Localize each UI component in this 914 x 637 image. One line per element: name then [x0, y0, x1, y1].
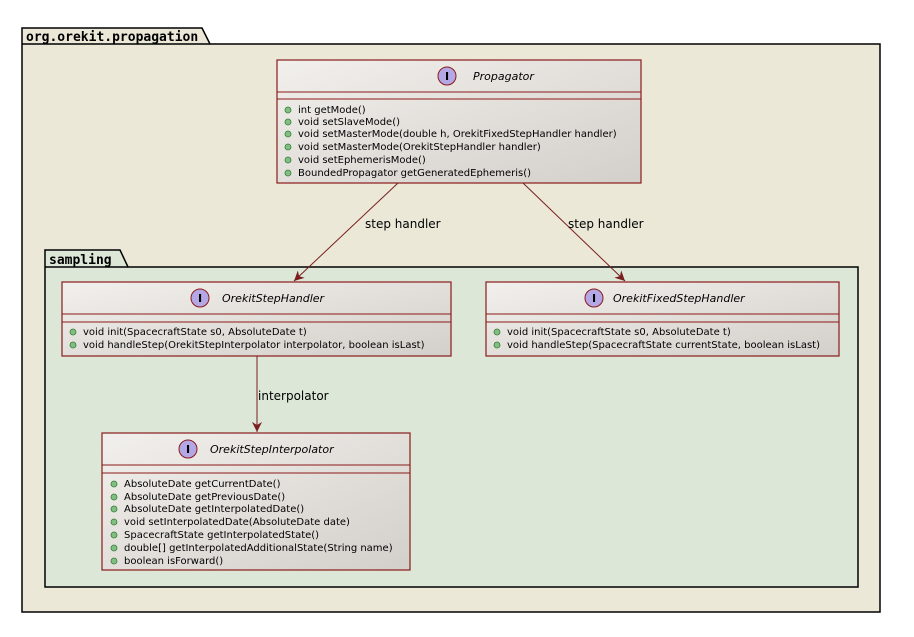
method: void init(SpacecraftState s0, AbsoluteDa… — [83, 327, 307, 338]
edge-step-handler-to-interpolator: interpolator — [252, 356, 329, 432]
method: BoundedPropagator getGeneratedEphemeris(… — [298, 168, 531, 179]
class-name: Propagator — [473, 70, 535, 83]
class-name: OrekitFixedStepHandler — [613, 292, 746, 305]
method: void handleStep(SpacecraftState currentS… — [507, 340, 820, 351]
method: AbsoluteDate getPreviousDate() — [124, 492, 285, 503]
public-method-icon — [284, 118, 292, 126]
class-name: OrekitStepInterpolator — [210, 443, 335, 456]
interface-icon — [190, 288, 210, 308]
method: boolean isForward() — [124, 556, 223, 567]
public-method-icon — [284, 130, 292, 138]
package-name: sampling — [49, 253, 112, 268]
method: int getMode() — [298, 105, 366, 116]
public-method-icon — [284, 156, 292, 164]
method: void setMasterMode(double h, OrekitFixed… — [298, 129, 617, 140]
method: void setSlaveMode() — [298, 117, 400, 128]
public-method-icon — [110, 544, 118, 552]
public-method-icon — [110, 518, 118, 526]
interface-icon — [584, 288, 604, 308]
public-method-icon — [110, 557, 118, 565]
method-list: AbsoluteDate getCurrentDate() AbsoluteDa… — [110, 479, 393, 567]
method: void handleStep(OrekitStepInterpolator i… — [83, 340, 425, 351]
method-list: void init(SpacecraftState s0, AbsoluteDa… — [493, 327, 820, 351]
public-method-icon — [69, 328, 77, 336]
public-method-icon — [110, 493, 118, 501]
method: void setMasterMode(OrekitStepHandler han… — [298, 142, 541, 153]
public-method-icon — [284, 169, 292, 177]
class-name: OrekitStepHandler — [222, 292, 326, 305]
interface-icon — [437, 66, 457, 86]
method: void setInterpolatedDate(AbsoluteDate da… — [124, 517, 350, 528]
stereotype-letter: I — [592, 292, 596, 305]
public-method-icon — [110, 505, 118, 513]
method: double[] getInterpolatedAdditionalState(… — [124, 543, 393, 554]
edge-propagator-to-step-handler: step handler — [293, 182, 441, 282]
method-list: void init(SpacecraftState s0, AbsoluteDa… — [69, 327, 425, 351]
public-method-icon — [110, 480, 118, 488]
method: void init(SpacecraftState s0, AbsoluteDa… — [507, 327, 731, 338]
edge-label: step handler — [568, 217, 644, 231]
class-orekit-step-interpolator[interactable]: I OrekitStepInterpolator AbsoluteDate ge… — [101, 432, 411, 571]
method: SpacecraftState getInterpolatedState() — [124, 530, 319, 541]
public-method-icon — [284, 143, 292, 151]
public-method-icon — [69, 341, 77, 349]
interface-icon — [178, 439, 198, 459]
class-orekit-step-handler[interactable]: I OrekitStepHandler void init(Spacecraft… — [61, 281, 452, 357]
method: AbsoluteDate getCurrentDate() — [124, 479, 281, 490]
method: AbsoluteDate getInterpolatedDate() — [124, 504, 304, 515]
package-name: org.orekit.propagation — [26, 30, 198, 45]
method-list: int getMode() void setSlaveMode() void s… — [284, 105, 617, 179]
stereotype-letter: I — [445, 70, 449, 83]
public-method-icon — [284, 106, 292, 114]
class-propagator[interactable]: I Propagator int getMode() void setSlave… — [276, 59, 642, 184]
stereotype-letter: I — [186, 443, 190, 456]
edge-propagator-to-fixed-step-handler: step handler — [522, 182, 644, 282]
edge-label: interpolator — [258, 389, 329, 403]
method: void setEphemerisMode() — [298, 155, 426, 166]
edge-label: step handler — [365, 217, 441, 231]
class-orekit-fixed-step-handler[interactable]: I OrekitFixedStepHandler void init(Space… — [485, 281, 840, 357]
public-method-icon — [493, 341, 501, 349]
public-method-icon — [493, 328, 501, 336]
stereotype-letter: I — [198, 292, 202, 305]
public-method-icon — [110, 531, 118, 539]
